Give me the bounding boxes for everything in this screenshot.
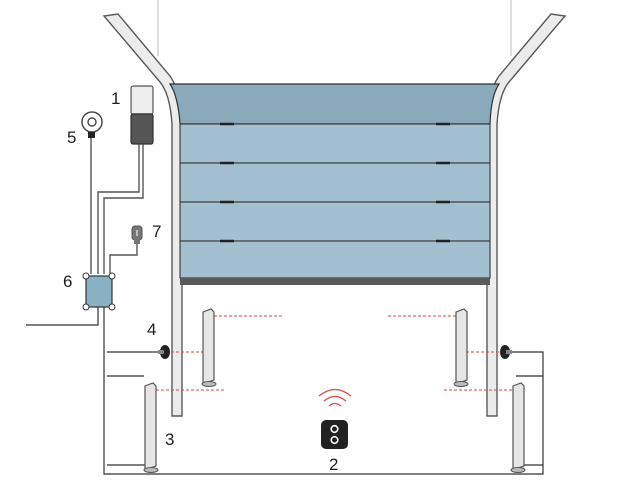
photocell-left xyxy=(158,345,170,359)
remote-control-icon xyxy=(321,420,348,449)
wireless-signal-icon xyxy=(318,388,352,407)
photocell-post-outer-right xyxy=(510,382,526,473)
label-photocells: 4 xyxy=(147,320,156,339)
door-top-section xyxy=(168,83,501,125)
key-switch-icon xyxy=(131,225,143,244)
photocell-post-outer-left xyxy=(143,382,159,473)
left-guide-rail xyxy=(102,13,183,417)
label-photocell-posts: 3 xyxy=(165,430,174,449)
photocell-post-inner-left xyxy=(201,308,217,387)
wiring xyxy=(26,138,544,475)
door-bottom-seal xyxy=(180,278,490,285)
door-panel-2 xyxy=(179,162,491,203)
right-guide-rail xyxy=(486,13,567,417)
door-panel-4 xyxy=(179,240,491,279)
warning-light-icon xyxy=(81,111,103,138)
label-key-switch: 7 xyxy=(152,222,161,241)
door-panel-1 xyxy=(179,123,491,164)
label-control-box: 6 xyxy=(63,272,72,291)
door-panel-3 xyxy=(179,201,491,242)
photocell-post-inner-right xyxy=(453,308,469,387)
control-box xyxy=(82,272,116,311)
garage-door xyxy=(168,83,501,285)
label-warning-light: 5 xyxy=(67,128,76,147)
label-remote-control: 2 xyxy=(329,455,338,474)
photocell-right xyxy=(500,345,512,359)
wall-motor-unit xyxy=(130,85,154,145)
label-wall-motor: 1 xyxy=(111,89,120,108)
